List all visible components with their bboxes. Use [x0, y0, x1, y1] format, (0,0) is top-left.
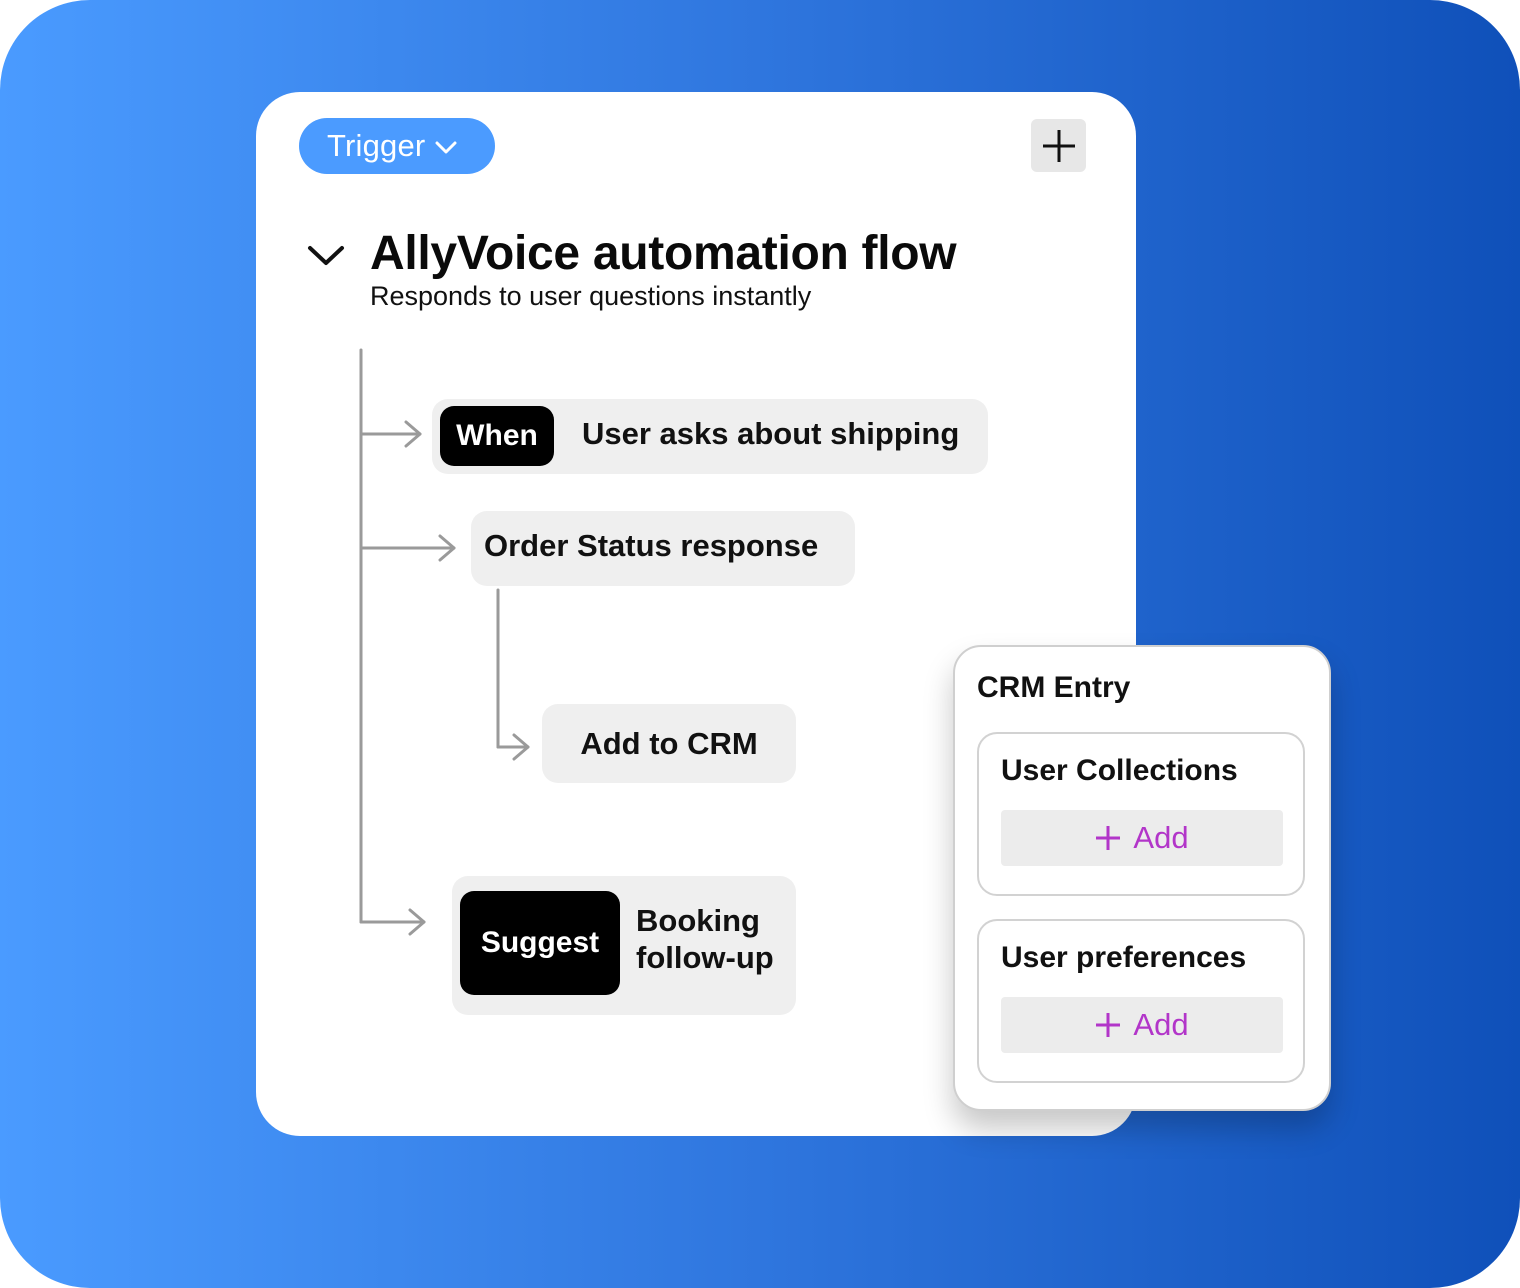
crm-entry-panel: CRM Entry User Collections Add User pref…: [953, 645, 1331, 1111]
when-tag: When: [440, 406, 554, 466]
when-node-text: User asks about shipping: [582, 416, 960, 451]
flow-title: AllyVoice automation flow: [370, 227, 957, 280]
user-collections-card: User Collections Add: [977, 732, 1305, 896]
order-status-node-text: Order Status response: [484, 528, 819, 563]
trigger-label: Trigger: [327, 128, 426, 163]
chevron-down-icon[interactable]: [306, 238, 346, 278]
when-node[interactable]: When User asks about shipping: [432, 399, 988, 474]
add-label: Add: [1133, 820, 1189, 855]
plus-icon: [1042, 129, 1075, 162]
suggest-node[interactable]: Suggest Booking follow-up: [452, 876, 796, 1015]
suggest-node-text: Booking follow-up: [636, 903, 774, 975]
trigger-dropdown[interactable]: Trigger: [299, 118, 495, 174]
add-label: Add: [1133, 1007, 1189, 1042]
user-preferences-card: User preferences Add: [977, 919, 1305, 1083]
plus-icon: [1095, 1012, 1121, 1038]
add-node-button[interactable]: [1031, 119, 1086, 172]
add-user-preference-button[interactable]: Add: [1001, 997, 1283, 1053]
chevron-down-icon: [435, 141, 457, 155]
add-user-collection-button[interactable]: Add: [1001, 810, 1283, 866]
suggest-tag: Suggest: [460, 891, 620, 995]
collection-title: User Collections: [1001, 754, 1238, 787]
order-status-node[interactable]: Order Status response: [471, 511, 855, 586]
add-to-crm-node[interactable]: Add to CRM: [542, 704, 796, 783]
add-to-crm-node-text: Add to CRM: [580, 725, 758, 761]
crm-panel-title: CRM Entry: [977, 671, 1131, 704]
collection-title: User preferences: [1001, 941, 1247, 974]
flow-subtitle: Responds to user questions instantly: [370, 281, 812, 311]
plus-icon: [1095, 825, 1121, 851]
